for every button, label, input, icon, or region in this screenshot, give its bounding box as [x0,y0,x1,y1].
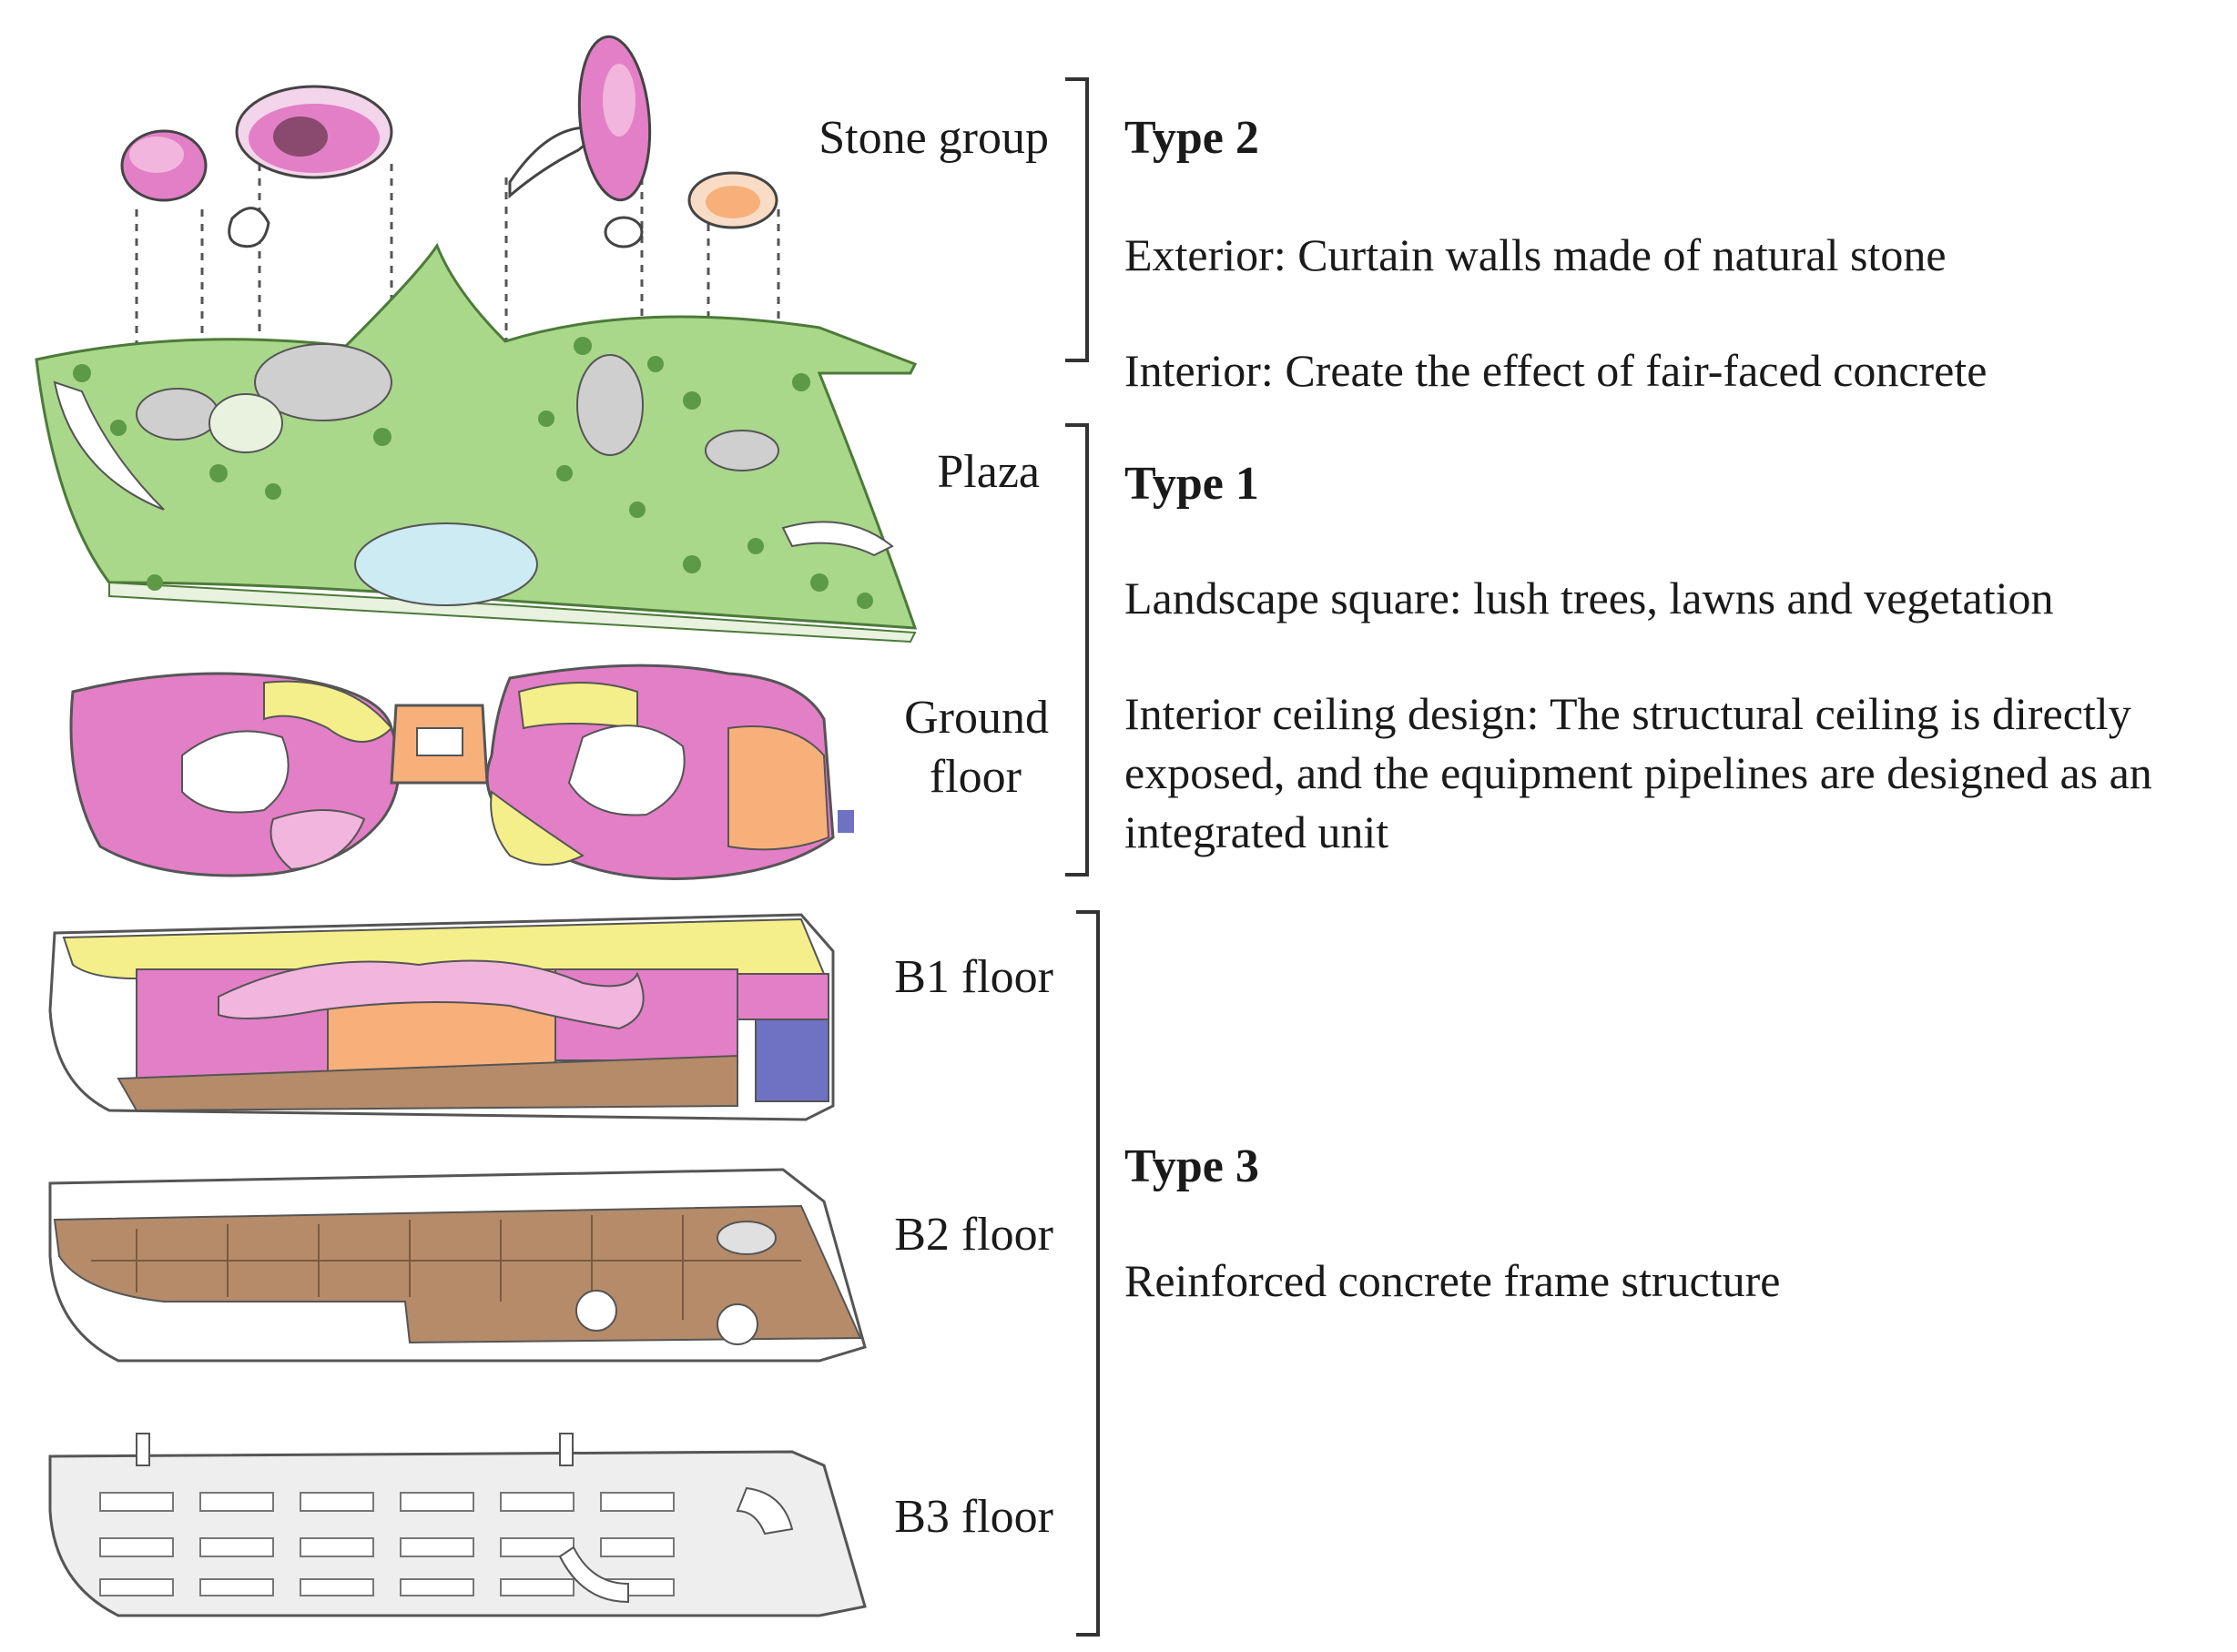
type3-heading: Type 3 [1124,1140,1259,1192]
label-ground-floor-line2: floor [929,751,1022,803]
type1-heading: Type 1 [1124,458,1259,510]
b2-floor-illustration [48,1168,867,1363]
type1-landscape: Landscape square: lush trees, lawns and … [1124,573,2054,623]
bracket-type2 [1065,77,1089,362]
ground-floor-illustration [69,664,854,880]
label-stone-group: Stone group [819,112,1049,164]
type2-heading: Type 2 [1124,112,1259,164]
b1-floor-illustration [48,913,835,1121]
b3-floor-illustration [48,1433,867,1617]
type3-structure: Reinforced concrete frame structure [1124,1255,1781,1306]
label-b1-floor: B1 floor [894,951,1053,1003]
label-b3-floor: B3 floor [894,1491,1053,1543]
type1-ceiling-line1: Interior ceiling design: The structural … [1124,688,2131,739]
type1-ceiling-line3: integrated unit [1124,806,1389,857]
type2-interior: Interior: Create the effect of fair-face… [1124,345,1988,396]
bracket-type3 [1076,910,1100,1637]
type2-exterior: Exterior: Curtain walls made of natural … [1124,229,1947,280]
bracket-type1 [1065,423,1089,877]
label-b2-floor: B2 floor [894,1209,1053,1261]
type1-ceiling-line2: exposed, and the equipment pipelines are… [1124,747,2152,798]
plaza-illustration [35,242,918,644]
stone-group-illustration [120,35,780,419]
label-ground-floor-line1: Ground [904,692,1049,744]
label-plaza: Plaza [937,446,1040,498]
